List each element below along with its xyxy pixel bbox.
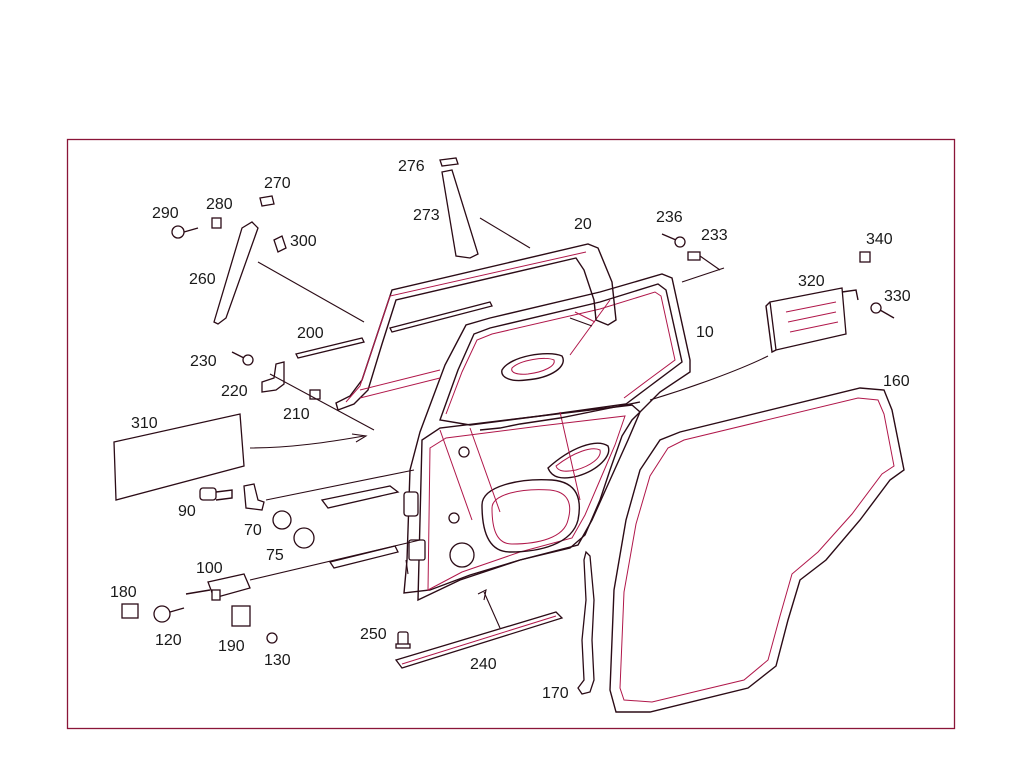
clip-part-210[interactable] (309, 389, 321, 400)
door-shell-part-10[interactable] (320, 273, 691, 602)
callout-100: 100 (196, 560, 223, 577)
callout-250: 250 (360, 626, 387, 643)
clip-part-280[interactable] (211, 217, 222, 229)
callout-270: 270 (264, 175, 291, 192)
callout-220: 220 (221, 383, 248, 400)
door-seal-part-160[interactable] (609, 387, 905, 713)
callout-90: 90 (178, 503, 196, 520)
callout-276: 276 (398, 158, 425, 175)
bracket-part-190[interactable] (231, 605, 251, 627)
bolt-part-230[interactable] (231, 351, 254, 366)
callout-70: 70 (244, 522, 262, 539)
pillar-trim-part-260[interactable] (213, 221, 259, 325)
callout-130: 130 (264, 652, 291, 669)
bolt-part-236[interactable] (661, 233, 686, 248)
callout-160: 160 (883, 373, 910, 390)
callout-290: 290 (152, 205, 179, 222)
callout-236: 236 (656, 209, 683, 226)
callout-labels: 10 20 70 75 90 100 120 130 160 170 180 1… (110, 158, 911, 702)
belt-strip-part-200[interactable] (295, 337, 365, 359)
control-module-part-320[interactable] (765, 287, 859, 354)
lock-part-100[interactable] (185, 573, 251, 601)
clip-part-300[interactable] (273, 235, 287, 253)
belt-strip-upper[interactable] (389, 301, 493, 333)
nut-part-75[interactable] (272, 510, 315, 549)
pillar-cover-part-273[interactable] (441, 169, 479, 259)
callout-210: 210 (283, 406, 310, 423)
clip-part-270[interactable] (259, 195, 275, 207)
screw-part-290[interactable] (171, 225, 199, 239)
callout-75: 75 (266, 547, 284, 564)
callout-120: 120 (155, 632, 182, 649)
diagram-frame (66, 138, 956, 730)
window-frame-part-20[interactable] (335, 243, 617, 411)
callout-310: 310 (131, 415, 158, 432)
panel-part-310[interactable] (113, 413, 245, 501)
callout-330: 330 (884, 288, 911, 305)
callout-280: 280 (206, 196, 233, 213)
callout-170: 170 (542, 685, 569, 702)
bolt-part-330[interactable] (870, 302, 895, 319)
screw-part-130[interactable] (266, 632, 278, 644)
callout-233: 233 (701, 227, 728, 244)
callout-190: 190 (218, 638, 245, 655)
callout-240: 240 (470, 656, 497, 673)
bolt-part-120[interactable] (153, 605, 185, 623)
callout-180: 180 (110, 584, 137, 601)
callout-273: 273 (413, 207, 440, 224)
clip-part-180[interactable] (121, 603, 139, 619)
callout-320: 320 (798, 273, 825, 290)
clip-part-233[interactable] (687, 251, 701, 261)
leader-lines (249, 217, 769, 629)
callout-10: 10 (696, 324, 714, 341)
bolt-part-90[interactable] (199, 487, 233, 501)
striker-part-70[interactable] (243, 483, 265, 511)
bracket-part-220[interactable] (261, 361, 285, 393)
seal-strip-part-170[interactable] (577, 550, 595, 695)
callout-260: 260 (189, 271, 216, 288)
callout-200: 200 (297, 325, 324, 342)
clip-part-340[interactable] (859, 251, 871, 263)
cap-part-276[interactable] (439, 157, 459, 167)
clip-part-250[interactable] (395, 631, 411, 649)
callout-230: 230 (190, 353, 217, 370)
callout-300: 300 (290, 233, 317, 250)
callout-20: 20 (574, 216, 592, 233)
callout-340: 340 (866, 231, 893, 248)
